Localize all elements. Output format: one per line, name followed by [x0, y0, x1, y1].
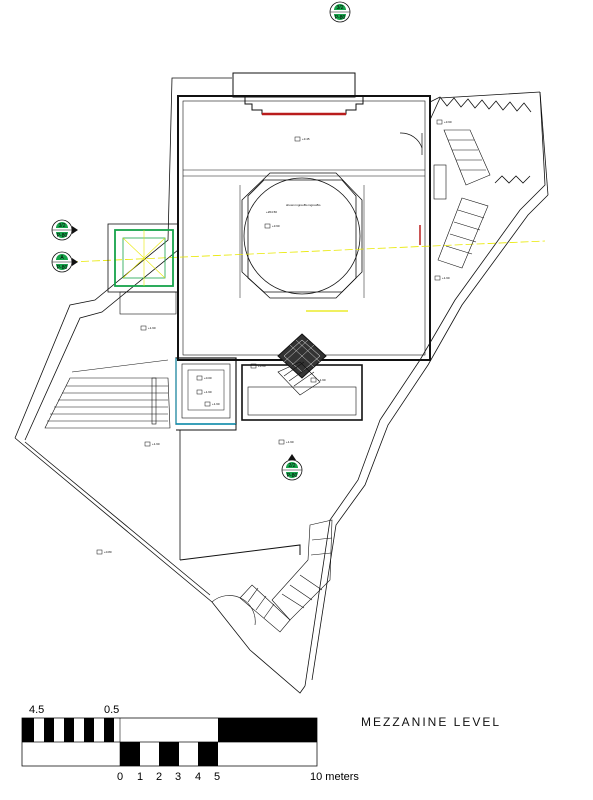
level-mark: +3.60	[436, 119, 452, 125]
level-mark: +3.60	[264, 223, 280, 229]
svg-text:+1.60: +1.60	[286, 440, 294, 444]
scale-tick-3: 3	[175, 771, 181, 783]
svg-text:+3.60: +3.60	[444, 120, 452, 124]
scale-tick-10: 10 meters	[310, 771, 359, 783]
main-hall	[177, 95, 431, 361]
svg-text:+1.60: +1.60	[204, 390, 212, 394]
level-mark: +1.60	[310, 377, 326, 383]
marker-left-lower-ref: P-80	[57, 265, 68, 271]
svg-text:+3.45: +3.45	[302, 137, 310, 141]
scale-tick-4: 4	[195, 771, 201, 783]
marker-center-label: 2/2	[289, 463, 296, 469]
section-marker-center: 2/2 P-80	[281, 454, 303, 481]
marker-center-ref: P-80	[287, 473, 298, 479]
svg-text:+1.60: +1.60	[152, 442, 160, 446]
scale-tick-0: 0	[117, 771, 123, 783]
marker-top-ref: P-80	[335, 15, 346, 21]
axis-line	[69, 240, 546, 263]
se-stairs	[211, 519, 333, 633]
ne-stairs	[433, 129, 491, 269]
level-mark: +1.60	[204, 401, 220, 407]
patterned-square	[277, 333, 327, 379]
ne-zigzag-wall	[429, 96, 532, 184]
marker-left-lower-label: A	[60, 255, 64, 261]
level-mark: +1.60	[196, 389, 212, 395]
level-mark: +1.60	[434, 275, 450, 281]
south-annex	[175, 357, 363, 561]
section-marker-top: 3/2 P-80	[329, 1, 351, 23]
scale-label-mid: 0.5	[104, 704, 119, 716]
level-mark: +0.00	[196, 375, 212, 381]
scale-tick-1: 1	[137, 771, 143, 783]
level-mark: +1.60	[144, 441, 160, 447]
svg-text:+0.00: +0.00	[204, 376, 212, 380]
svg-text:+1.60: +1.60	[212, 402, 220, 406]
annex-stairs	[277, 361, 321, 396]
center-note: shown ingrooBo ingrooBo	[286, 203, 321, 207]
section-marker-left-lower: A P-80	[51, 251, 78, 273]
marker-top-label: 3/2	[337, 5, 344, 11]
marker-left-upper-label: 3/2	[59, 223, 66, 229]
level-mark: +1.60	[140, 325, 156, 331]
central-dome	[239, 172, 365, 299]
center-elev: +264.50	[266, 210, 277, 214]
svg-text:+1.60: +1.60	[442, 276, 450, 280]
scale-bar: 4.5 0.5 0 1 2 3 4 5 10 meters	[21, 704, 359, 783]
level-mark: +0.80	[96, 549, 112, 555]
svg-text:+1.60: +1.60	[318, 378, 326, 382]
north-portico	[232, 72, 364, 116]
level-mark: +1.60	[278, 439, 294, 445]
level-mark: +3.45	[294, 136, 310, 142]
level-mark: +3.60	[250, 363, 266, 369]
section-marker-left-upper: 3/2 P-80	[51, 219, 78, 241]
scale-tick-2: 2	[156, 771, 162, 783]
east-door	[399, 132, 423, 245]
svg-text:+3.60: +3.60	[272, 224, 280, 228]
svg-text:+0.80: +0.80	[104, 550, 112, 554]
scale-label-left: 4.5	[29, 704, 44, 716]
svg-text:+3.60: +3.60	[258, 364, 266, 368]
level-title: MEZZANINE LEVEL	[361, 715, 502, 729]
scale-tick-5: 5	[214, 771, 220, 783]
marker-left-upper-ref: P-80	[57, 233, 68, 239]
west-stairs	[44, 359, 171, 429]
west-pavilion	[107, 223, 179, 315]
svg-text:+1.60: +1.60	[148, 326, 156, 330]
